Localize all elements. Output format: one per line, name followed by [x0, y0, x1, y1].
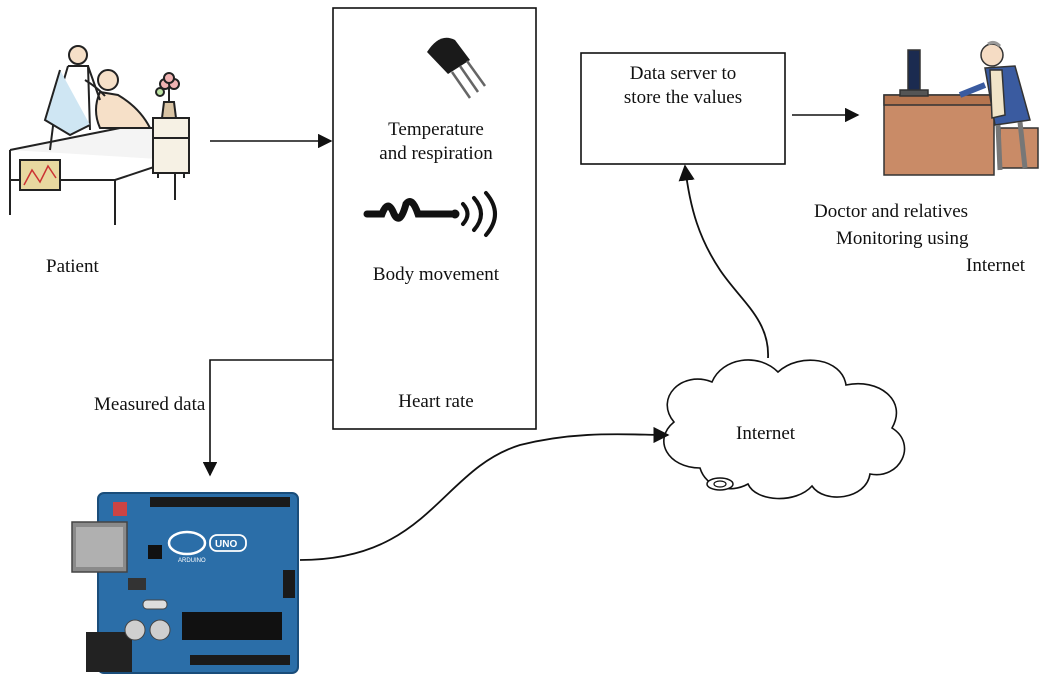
cloud-to-server-arrow [678, 164, 769, 359]
temperature-respiration-label: Temperature and respiration [379, 119, 493, 164]
movement-wave-icon [363, 191, 497, 237]
arduino-board [71, 492, 299, 674]
sensor-box [332, 7, 537, 430]
board-brand-text: ARDUINO [178, 558, 206, 564]
heart-rate-label: Heart rate [398, 391, 474, 412]
data-server-label: Data server to store the values [623, 63, 743, 108]
board-model-text: UNO [215, 539, 237, 550]
doctor-label-line3: Internet [966, 255, 1026, 276]
temperature-sensor-icon [427, 37, 487, 99]
body-movement-label: Body movement [372, 264, 500, 285]
internet-cloud-label: Internet [736, 423, 796, 444]
doctor-label-line1: Doctor and relatives [814, 201, 969, 222]
doctor-label-line2: Monitoring using [836, 228, 969, 249]
patient-bed-illustration [9, 45, 190, 225]
sensor-to-board-arrow [202, 359, 333, 477]
measured-data-label: Measured data [94, 394, 206, 415]
doctor-desk-illustration [883, 40, 1039, 176]
patient-label: Patient [46, 256, 99, 277]
internet-cloud [663, 359, 906, 500]
board-to-cloud-link [299, 426, 670, 561]
data-server-box [580, 52, 786, 165]
